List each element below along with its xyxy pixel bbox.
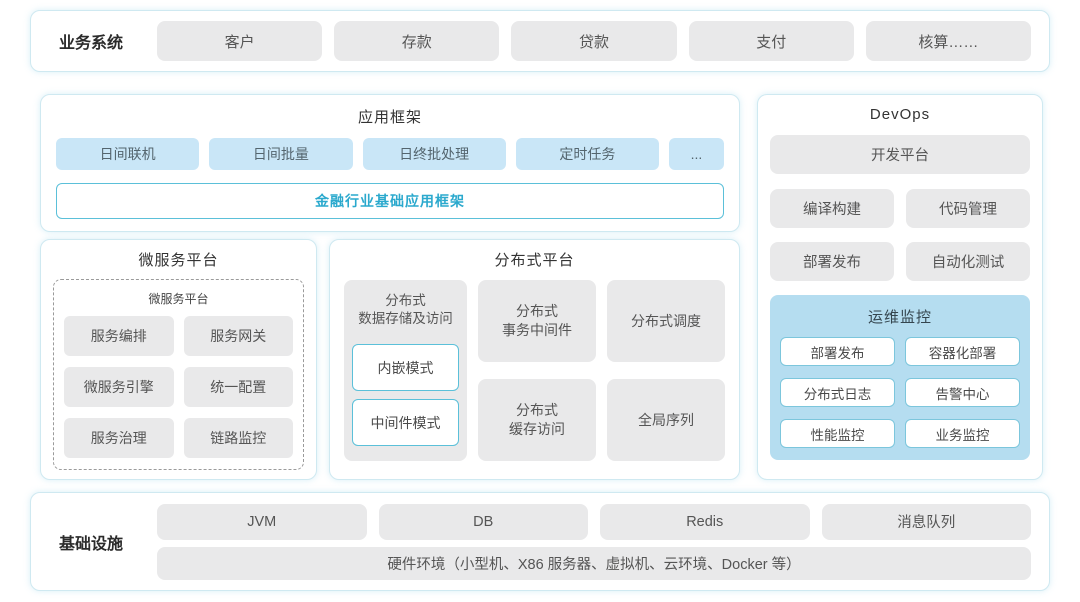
tool-automated-testing: 自动化测试 (906, 242, 1030, 281)
ops-monitoring-grid: 部署发布 容器化部署 分布式日志 告警中心 性能监控 业务监控 (780, 337, 1020, 448)
microservice-panel: 微服务平台 微服务平台 服务编排 服务网关 微服务引擎 统一配置 服务治理 链路… (40, 239, 317, 480)
ms-trace-monitoring: 链路监控 (183, 418, 293, 458)
monitor-distributed-log: 分布式日志 (780, 378, 895, 407)
business-box-payment: 支付 (688, 21, 854, 61)
ms-microservice-engine: 微服务引擎 (64, 367, 174, 407)
tool-compile-build: 编译构建 (770, 189, 894, 228)
app-framework-title: 应用框架 (357, 109, 422, 126)
ops-monitoring-title: 运维监控 (867, 309, 932, 326)
monitor-container-deploy: 容器化部署 (905, 337, 1020, 366)
infrastructure-label: 基础设施 (58, 535, 123, 553)
tool-code-management: 代码管理 (906, 189, 1030, 228)
storage-embedded-mode: 内嵌模式 (352, 344, 459, 392)
distributed-col-2: 分布式 事务中间件 分布式 缓存访问 (478, 280, 596, 461)
microservice-inner-title: 微服务平台 (148, 292, 209, 306)
distributed-col-3: 分布式调度 全局序列 (607, 280, 725, 461)
business-box-customer: 客户 (157, 21, 323, 61)
app-framework-modes-row: 日间联机 日间批量 日终批处理 定时任务 ... (56, 138, 724, 170)
infra-message-queue: 消息队列 (821, 503, 1031, 540)
microservice-grid: 服务编排 服务网关 微服务引擎 统一配置 服务治理 链路监控 (64, 316, 293, 458)
devops-dev-platform: 开发平台 (770, 135, 1030, 174)
distributed-scheduling: 分布式调度 (607, 280, 725, 362)
ms-unified-config: 统一配置 (183, 367, 293, 407)
ms-service-gateway: 服务网关 (183, 316, 293, 356)
ms-service-governance: 服务治理 (64, 418, 174, 458)
distributed-storage-group: 分布式 数据存储及访问 内嵌模式 中间件模式 (344, 280, 467, 461)
business-box-deposit: 存款 (334, 21, 500, 61)
mode-daytime-batch: 日间批量 (209, 138, 353, 170)
distributed-title: 分布式平台 (494, 252, 575, 269)
monitor-business: 业务监控 (905, 419, 1020, 448)
business-systems-row: 客户 存款 贷款 支付 核算…… (157, 21, 1032, 61)
distributed-panel: 分布式平台 分布式 数据存储及访问 内嵌模式 中间件模式 分布式 事务中间件 分… (329, 239, 740, 480)
mode-ellipsis: ... (669, 138, 724, 170)
infra-db: DB (378, 503, 588, 540)
hardware-environment-box: 硬件环境（小型机、X86 服务器、虚拟机、云环境、Docker 等） (157, 546, 1031, 580)
monitor-alert-center: 告警中心 (905, 378, 1020, 407)
mode-eod-batch: 日终批处理 (362, 138, 506, 170)
microservice-title: 微服务平台 (138, 252, 219, 269)
business-systems-label: 业务系统 (58, 35, 123, 52)
infrastructure-bar: 基础设施 JVM DB Redis 消息队列 硬件环境（小型机、X86 服务器、… (30, 492, 1050, 591)
distributed-content: 分布式 数据存储及访问 内嵌模式 中间件模式 分布式 事务中间件 分布式 缓存访… (344, 280, 725, 461)
finance-base-framework-box: 金融行业基础应用框架 (56, 183, 724, 219)
distributed-storage-label: 分布式 数据存储及访问 (358, 293, 453, 327)
ms-service-orchestration: 服务编排 (64, 316, 174, 356)
monitor-deploy-release: 部署发布 (780, 337, 895, 366)
tool-deploy-release: 部署发布 (770, 242, 894, 281)
devops-title: DevOps (869, 106, 931, 123)
devops-tools-grid: 编译构建 代码管理 部署发布 自动化测试 (770, 189, 1030, 281)
infrastructure-content: JVM DB Redis 消息队列 硬件环境（小型机、X86 服务器、虚拟机、云… (157, 503, 1031, 580)
business-box-accounting: 核算…… (865, 21, 1032, 61)
app-framework-panel: 应用框架 日间联机 日间批量 日终批处理 定时任务 ... 金融行业基础应用框架 (40, 94, 740, 232)
business-box-loan: 贷款 (511, 21, 677, 61)
storage-middleware-mode: 中间件模式 (352, 399, 459, 447)
infra-redis: Redis (600, 503, 810, 540)
business-systems-bar: 业务系统 客户 存款 贷款 支付 核算…… (30, 10, 1050, 72)
distributed-cache-access: 分布式 缓存访问 (478, 379, 596, 461)
global-sequence: 全局序列 (607, 379, 725, 461)
ops-monitoring-panel: 运维监控 部署发布 容器化部署 分布式日志 告警中心 性能监控 业务监控 (770, 295, 1030, 460)
mode-daytime-online: 日间联机 (56, 138, 200, 170)
infrastructure-row: JVM DB Redis 消息队列 (157, 503, 1031, 540)
infra-jvm: JVM (157, 503, 367, 540)
microservice-dashed-group: 微服务平台 服务编排 服务网关 微服务引擎 统一配置 服务治理 链路监控 (53, 279, 304, 470)
devops-panel: DevOps 开发平台 编译构建 代码管理 部署发布 自动化测试 运维监控 部署… (757, 94, 1043, 480)
monitor-performance: 性能监控 (780, 419, 895, 448)
distributed-transaction-middleware: 分布式 事务中间件 (478, 280, 596, 362)
mode-scheduled-task: 定时任务 (515, 138, 659, 170)
